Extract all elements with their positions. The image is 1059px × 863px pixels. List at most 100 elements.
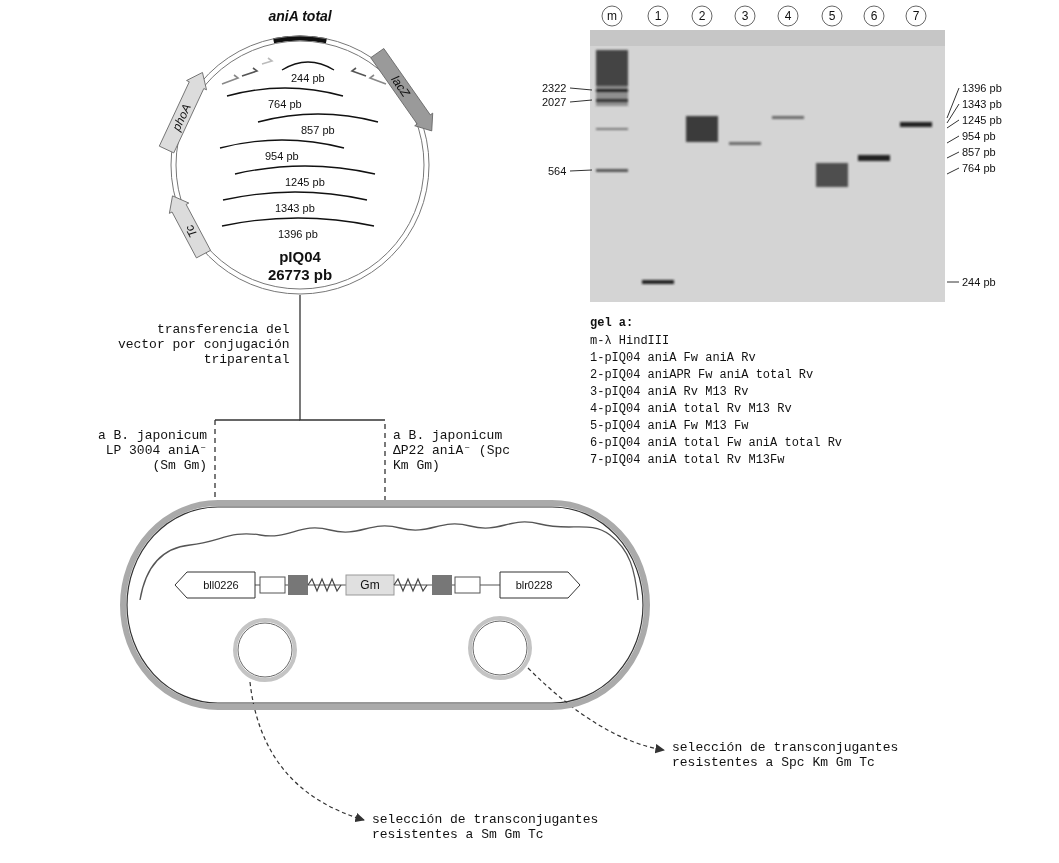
bacterium-cell: Gm bll0226 blr0228 — [120, 500, 650, 710]
transfer-bracket — [214, 420, 215, 500]
node-label: blr0228 — [500, 572, 568, 598]
lane-number: 6 — [863, 5, 885, 27]
gel-photo — [596, 50, 628, 86]
gel-photo — [947, 152, 959, 158]
plasmid-features — [220, 140, 344, 148]
lane-number: m — [601, 5, 623, 27]
transfer-line — [300, 295, 385, 500]
gel-photo — [772, 116, 804, 119]
annotation-text: a B. japonicum ΔP22 aniA⁻ (Spc Km Gm) — [393, 428, 522, 473]
gel-photo — [596, 89, 628, 92]
annotation-text: selección de transconjugantes resistente… — [372, 812, 602, 842]
gel-photo — [570, 100, 592, 102]
node-label: 3 — [734, 5, 756, 27]
gel-photo — [729, 142, 761, 145]
chromosome-insert — [455, 577, 480, 593]
plasmid-features — [282, 62, 334, 70]
size-label: 1245 pb — [962, 113, 1002, 127]
plasmid-features — [352, 68, 366, 76]
plasmid-features — [235, 166, 375, 174]
plasmid-features — [258, 114, 378, 122]
size-label: 764 pb — [962, 161, 996, 175]
node-label: Gm — [346, 578, 394, 592]
size-label: 857 pb — [962, 145, 996, 159]
caption-text: 4-pIQ04 aniA total Rv M13 Rv — [590, 402, 792, 417]
size-label: 564 — [548, 164, 566, 178]
gel-photo — [686, 116, 718, 142]
gel-photo — [947, 136, 959, 143]
bacterial-plasmids — [235, 618, 530, 680]
gel-photo — [947, 168, 959, 174]
chromosome-insert — [288, 575, 308, 595]
caption-text: aniA total — [269, 8, 332, 24]
gel-photo — [858, 155, 890, 161]
gel-photo — [570, 88, 959, 282]
plasmid-features — [274, 38, 327, 41]
size-label: 1245 pb — [285, 176, 325, 189]
plasmid-features — [227, 88, 343, 96]
chromosome-insert — [346, 575, 394, 595]
caption-text: 7-pIQ04 aniA total Rv M13Fw — [590, 453, 784, 468]
chromosome-insert — [308, 579, 341, 591]
chromosome-insert — [140, 522, 638, 600]
size-label: 764 pb — [268, 98, 302, 111]
caption-text: m-λ HindIII — [590, 334, 669, 349]
bacterium-cell-outline — [120, 500, 650, 710]
gel-photo — [642, 280, 674, 284]
gel-photo — [947, 104, 959, 123]
size-label: 244 pb — [291, 72, 325, 85]
node-label: m — [601, 5, 623, 27]
gel-photo — [596, 169, 628, 172]
gel-photo — [947, 120, 959, 128]
size-label: 1343 pb — [275, 202, 315, 215]
plasmid-features — [223, 192, 367, 200]
node-label: 7 — [905, 5, 927, 27]
gene-box: blr0228 — [500, 572, 580, 598]
caption-text: 1-pIQ04 aniA Fw aniA Rv — [590, 351, 756, 366]
plasmid-features — [262, 58, 272, 64]
node-label: pIQ04 26773 pb — [260, 248, 340, 284]
bacterial-plasmids — [473, 621, 527, 675]
gel-photo — [596, 128, 628, 130]
chromosome-insert — [140, 522, 638, 600]
gel-photo — [816, 163, 848, 187]
size-label: 244 pb — [962, 275, 996, 289]
bacterial-plasmids — [235, 620, 295, 680]
chromosome-insert — [394, 579, 427, 591]
bacterial-plasmids — [470, 618, 530, 678]
size-label: 1396 pb — [962, 81, 1002, 95]
lane-number: 3 — [734, 5, 756, 27]
gel-photo — [596, 99, 628, 102]
caption-text: 5-pIQ04 aniA Fw M13 Fw — [590, 419, 748, 434]
lane-number: 7 — [905, 5, 927, 27]
connector-label: transferencia del vector por conjugación… — [114, 322, 290, 367]
gel-photo — [947, 282, 959, 283]
bacterial-plasmids — [238, 623, 292, 677]
size-label: 1343 pb — [962, 97, 1002, 111]
size-label: 954 pb — [265, 150, 299, 163]
gene-box: bll0226 — [175, 572, 255, 598]
node-label: 1 — [647, 5, 669, 27]
gene-arrow: phoA — [157, 68, 213, 154]
annotation-text: selección de transconjugantes resistente… — [672, 740, 902, 770]
plasmid-features — [242, 68, 257, 76]
caption-text: 6-pIQ04 aniA total Fw aniA total Rv — [590, 436, 842, 451]
gel-photo — [570, 170, 592, 171]
plasmid-features — [222, 218, 374, 226]
lane-number: 1 — [647, 5, 669, 27]
gel-photo — [900, 122, 932, 127]
size-label: 954 pb — [962, 129, 996, 143]
plasmid-features — [220, 38, 386, 226]
node-label: 6 — [863, 5, 885, 27]
gel-photo — [590, 30, 945, 46]
annotation-text: a B. japonicum LP 3004 aniA⁻ (Sm Gm) — [94, 428, 207, 473]
node-label: lacZ — [368, 47, 432, 126]
gel-photo — [596, 86, 628, 106]
node-label: bll0226 — [187, 572, 255, 598]
lane-number: 4 — [777, 5, 799, 27]
gel-photo — [596, 50, 932, 284]
transfer-bracket — [215, 419, 300, 420]
lane-number: 2 — [691, 5, 713, 27]
node-label: phoA — [157, 81, 207, 155]
